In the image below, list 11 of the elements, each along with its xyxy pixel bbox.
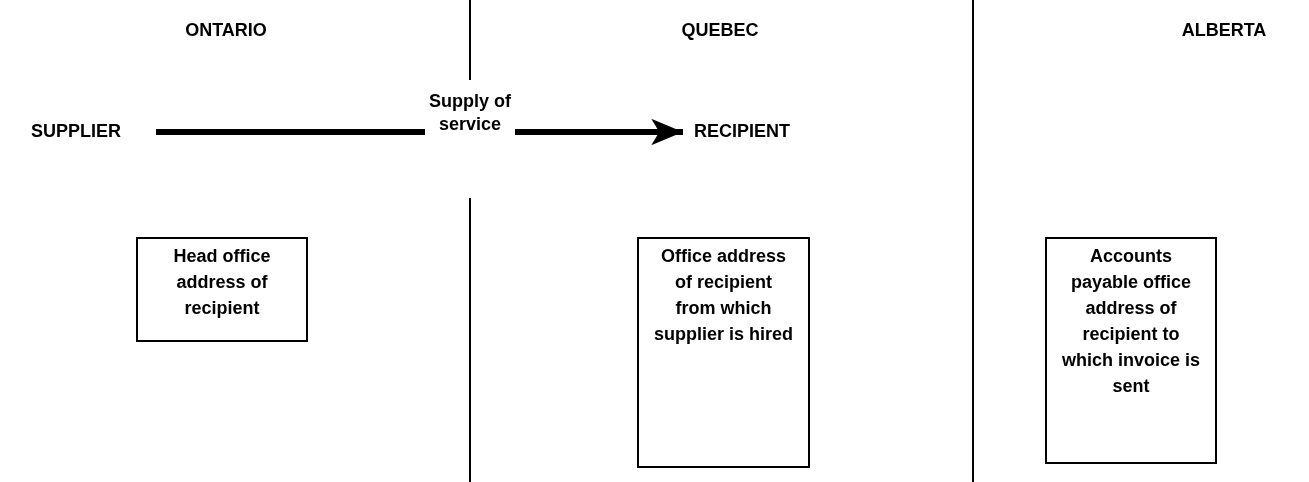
column-heading: QUEBEC — [681, 20, 759, 41]
box-text: Office address of recipient from which supplier is hired — [653, 245, 794, 346]
node-label: RECIPIENT — [683, 118, 801, 144]
column-heading: ONTARIO — [185, 20, 267, 41]
box-text: Accounts payable office address of recipient to which invoice is sent — [1061, 245, 1201, 398]
node-label: SUPPLIER — [8, 118, 144, 144]
address-box — [637, 237, 810, 468]
address-box — [1045, 237, 1217, 464]
column-heading: ALBERTA — [1181, 20, 1267, 41]
address-box — [136, 237, 308, 342]
box-text: Head office address of recipient — [172, 245, 272, 320]
